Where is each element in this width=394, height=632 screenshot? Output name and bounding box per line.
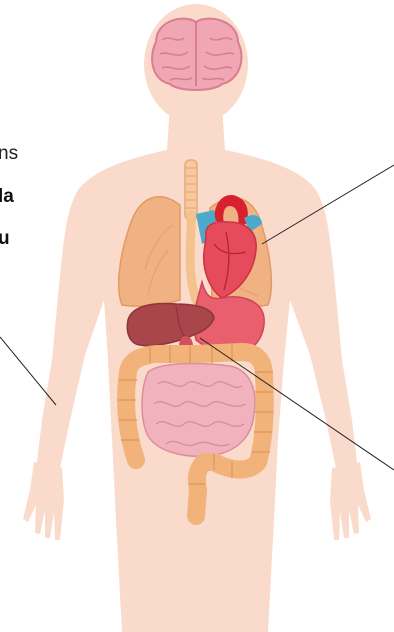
left-hand: [23, 462, 64, 540]
label-fragment-2: la: [0, 186, 14, 208]
brain: [152, 19, 241, 90]
label-fragment-3: u: [0, 228, 10, 250]
small-intestine: [142, 364, 255, 457]
right-hand: [330, 462, 371, 540]
arm-leader-line: [0, 337, 56, 405]
label-fragment-1: ns: [0, 143, 18, 165]
